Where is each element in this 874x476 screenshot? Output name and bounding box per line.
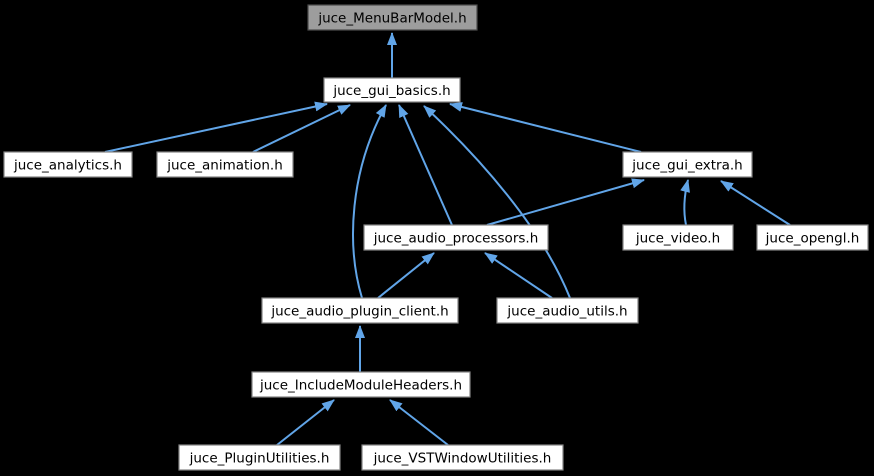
node-box-juce_IncludeModuleHeaders[interactable] — [251, 371, 471, 398]
graph-node-juce_animation[interactable]: juce_animation.h — [156, 151, 294, 178]
node-box-juce_PluginUtilities[interactable] — [178, 444, 341, 471]
edge-juce_audio_processors-to-juce_gui_extra — [486, 178, 645, 226]
node-box-juce_audio_utils[interactable] — [496, 297, 639, 324]
node-label-juce_audio_utils: juce_audio_utils.h — [506, 303, 627, 319]
node-label-juce_opengl: juce_opengl.h — [765, 230, 860, 246]
node-box-juce_VSTWindowUtilities[interactable] — [361, 444, 564, 471]
node-label-juce_animation: juce_animation.h — [166, 157, 283, 173]
graph-node-juce_audio_utils[interactable]: juce_audio_utils.h — [496, 297, 639, 324]
node-box-juce_gui_extra[interactable] — [622, 151, 753, 178]
node-label-juce_gui_extra: juce_gui_extra.h — [631, 157, 742, 173]
edge-juce_audio_plugin_client-to-juce_gui_basics — [352, 104, 387, 299]
edge-juce_video-to-juce_gui_extra — [680, 179, 690, 226]
edge-juce_audio_plugin_client-to-juce_audio_processors — [377, 252, 435, 299]
edge-juce_PluginUtilities-to-juce_IncludeModuleHeaders — [276, 399, 335, 446]
node-label-juce_MenuBarModel: juce_MenuBarModel.h — [317, 10, 466, 26]
edge-juce_gui_extra-to-juce_gui_basics — [449, 102, 642, 153]
graph-node-juce_gui_basics[interactable]: juce_gui_basics.h — [323, 77, 461, 103]
graph-node-juce_gui_extra[interactable]: juce_gui_extra.h — [622, 151, 753, 178]
node-label-juce_audio_processors: juce_audio_processors.h — [373, 230, 539, 246]
graph-node-juce_audio_plugin_client[interactable]: juce_audio_plugin_client.h — [261, 297, 459, 324]
graph-node-juce_MenuBarModel: juce_MenuBarModel.h — [307, 4, 478, 31]
node-box-juce_video[interactable] — [622, 224, 734, 251]
graph-node-juce_PluginUtilities[interactable]: juce_PluginUtilities.h — [178, 444, 341, 471]
node-label-juce_video: juce_video.h — [635, 230, 720, 246]
graph-node-juce_opengl[interactable]: juce_opengl.h — [756, 224, 869, 251]
edge-juce_opengl-to-juce_gui_extra — [720, 180, 791, 226]
node-label-juce_gui_basics: juce_gui_basics.h — [332, 83, 450, 99]
node-box-juce_MenuBarModel — [307, 4, 478, 31]
edge-juce_VSTWindowUtilities-to-juce_IncludeModuleHeaders — [389, 399, 449, 446]
edge-juce_analytics-to-juce_gui_basics — [104, 101, 328, 153]
graph-node-juce_IncludeModuleHeaders[interactable]: juce_IncludeModuleHeaders.h — [251, 371, 471, 398]
node-label-juce_IncludeModuleHeaders: juce_IncludeModuleHeaders.h — [259, 377, 462, 393]
node-box-juce_audio_processors[interactable] — [363, 224, 549, 251]
node-box-juce_audio_plugin_client[interactable] — [261, 297, 459, 324]
node-box-juce_animation[interactable] — [156, 151, 294, 178]
node-label-juce_VSTWindowUtilities: juce_VSTWindowUtilities.h — [373, 450, 552, 466]
graph-node-juce_VSTWindowUtilities[interactable]: juce_VSTWindowUtilities.h — [361, 444, 564, 471]
edge-juce_audio_processors-to-juce_gui_basics — [398, 104, 453, 226]
edge-juce_audio_utils-to-juce_audio_processors — [484, 252, 553, 299]
edge-juce_animation-to-juce_gui_basics — [252, 104, 351, 153]
node-box-juce_opengl[interactable] — [756, 224, 869, 251]
node-label-juce_analytics: juce_analytics.h — [13, 157, 122, 173]
node-box-juce_gui_basics[interactable] — [323, 77, 461, 103]
edge-juce_audio_utils-to-juce_gui_basics — [423, 105, 571, 299]
node-label-juce_PluginUtilities: juce_PluginUtilities.h — [189, 450, 330, 466]
node-label-juce_audio_plugin_client: juce_audio_plugin_client.h — [270, 303, 448, 319]
graph-node-juce_audio_processors[interactable]: juce_audio_processors.h — [363, 224, 549, 251]
graph-node-juce_video[interactable]: juce_video.h — [622, 224, 734, 251]
node-box-juce_analytics[interactable] — [3, 151, 133, 178]
graph-node-juce_analytics[interactable]: juce_analytics.h — [3, 151, 133, 178]
